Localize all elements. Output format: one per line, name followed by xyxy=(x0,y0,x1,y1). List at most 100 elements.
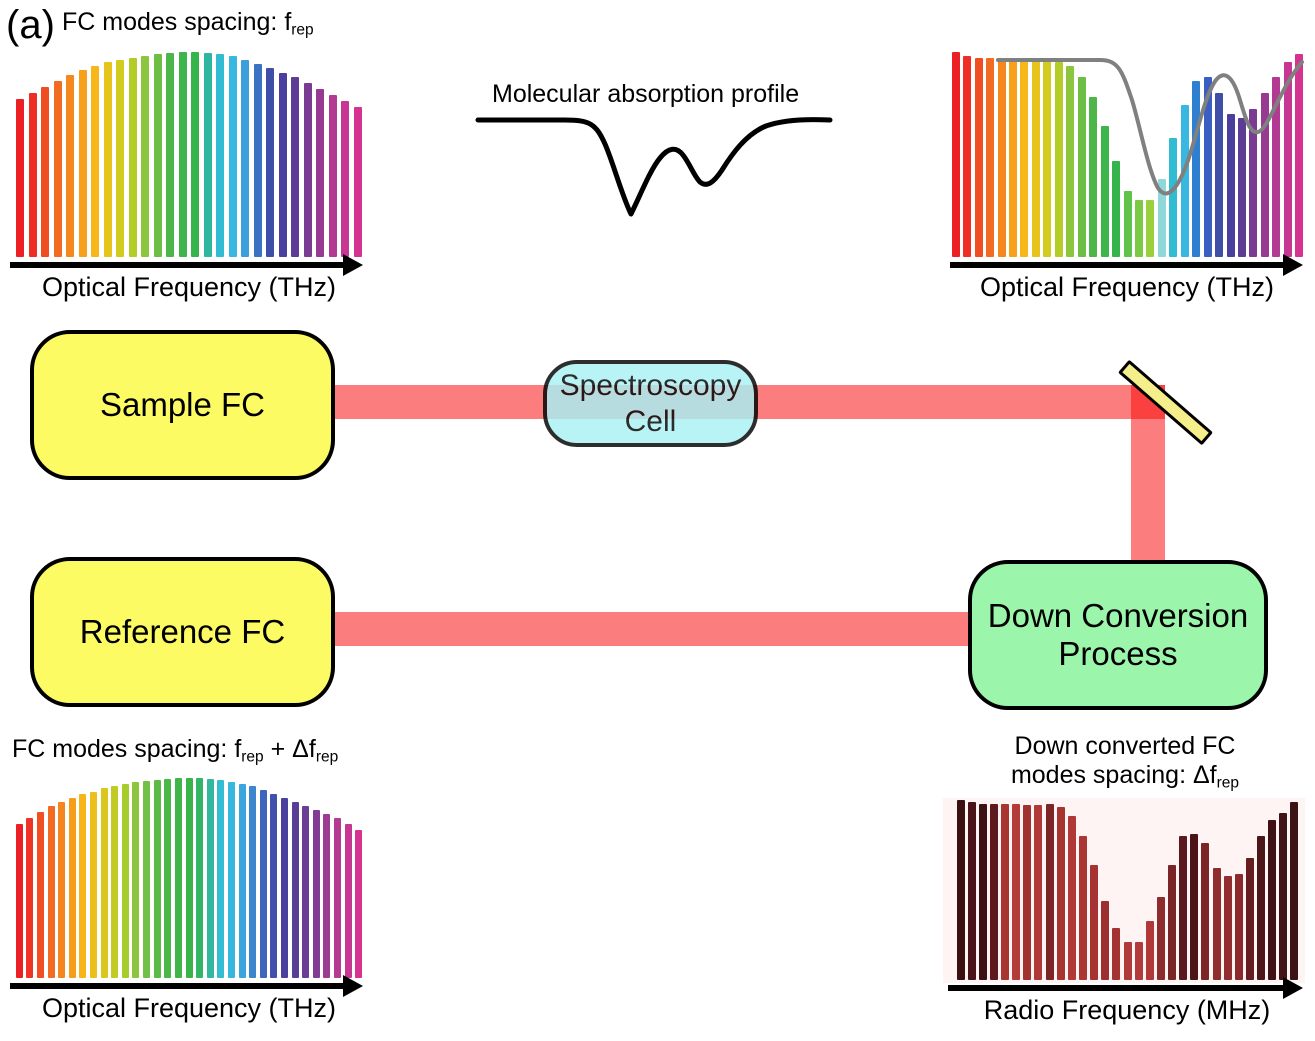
comb-mode-bar xyxy=(1260,93,1269,257)
comb-mode-bar xyxy=(1123,942,1132,980)
reference-comb-axis-line xyxy=(10,983,345,989)
reference-fc-box[interactable]: Reference FC xyxy=(30,557,335,707)
comb-mode-bar xyxy=(333,818,341,978)
comb-mode-bar xyxy=(174,778,182,978)
panel-tag: (a) xyxy=(6,3,55,47)
comb-mode-bar xyxy=(132,782,140,978)
reference-comb-axis-label: Optical Frequency (THz) xyxy=(41,993,337,1023)
comb-mode-bar xyxy=(1134,199,1143,257)
comb-mode-bar xyxy=(1234,873,1243,980)
down-conversion-label: Down Conversion Process xyxy=(988,597,1248,673)
spectroscopy-cell-label: Spectroscopy Cell xyxy=(560,368,742,440)
comb-mode-bar xyxy=(28,93,37,257)
rf-comb-label-line2-prefix: modes spacing: Δf xyxy=(1010,761,1217,789)
comb-mode-bar xyxy=(1272,76,1281,257)
comb-mode-bar xyxy=(328,95,337,257)
comb-mode-bar xyxy=(66,74,75,257)
comb-mode-bar xyxy=(100,788,108,978)
comb-mode-bar xyxy=(1001,803,1010,980)
comb-mode-bar xyxy=(111,786,119,978)
comb-mode-bar xyxy=(302,806,310,978)
sample-comb-label-text: FC modes spacing: f xyxy=(62,8,292,36)
comb-mode-bar xyxy=(227,782,235,978)
absorption-profile-curve xyxy=(475,117,833,217)
reference-comb-chart xyxy=(14,778,364,978)
reference-comb-label-sub1: rep xyxy=(241,748,264,766)
comb-mode-bar xyxy=(280,798,288,978)
sample-comb-axis-arrowhead xyxy=(343,254,363,276)
reference-comb-label: FC modes spacing: frep + Δfrep xyxy=(12,735,338,771)
absorption-envelope-curve xyxy=(996,58,1304,196)
comb-mode-bar xyxy=(974,58,983,257)
comb-mode-bar xyxy=(341,101,350,257)
comb-mode-bar xyxy=(1112,927,1121,980)
comb-mode-bar xyxy=(967,801,976,980)
comb-mode-bar xyxy=(1226,113,1235,257)
comb-mode-bar xyxy=(1034,805,1043,980)
comb-mode-bar xyxy=(1090,864,1099,980)
comb-mode-bar xyxy=(1268,819,1277,980)
comb-mode-bar xyxy=(1067,816,1076,980)
sample-comb-chart xyxy=(14,52,364,257)
comb-mode-bar xyxy=(344,824,352,978)
down-conversion-label-line1: Down Conversion xyxy=(987,597,1249,634)
comb-mode-bar xyxy=(1077,76,1086,257)
spectroscopy-cell-box[interactable]: Spectroscopy Cell xyxy=(543,360,758,447)
comb-mode-bar xyxy=(1045,803,1054,980)
comb-mode-bar xyxy=(1215,93,1224,257)
comb-mode-bar xyxy=(303,82,312,257)
comb-mode-bar xyxy=(1023,805,1032,980)
comb-mode-bar xyxy=(178,52,187,257)
comb-mode-bar xyxy=(291,802,299,978)
absorbed-comb-axis-label: Optical Frequency (THz) xyxy=(979,272,1275,302)
comb-mode-bar xyxy=(90,792,98,978)
comb-mode-bar xyxy=(259,790,267,978)
comb-mode-bar xyxy=(203,53,212,257)
down-conversion-label-line2: Process xyxy=(1058,635,1178,672)
sample-fc-box[interactable]: Sample FC xyxy=(30,330,335,480)
comb-mode-bar xyxy=(164,779,172,978)
down-conversion-box[interactable]: Down Conversion Process xyxy=(968,560,1268,710)
comb-mode-bar xyxy=(196,778,204,978)
comb-mode-bar xyxy=(16,99,25,257)
comb-mode-bar xyxy=(47,806,55,978)
comb-mode-bar xyxy=(1089,97,1098,257)
comb-mode-bar xyxy=(253,64,262,257)
reference-fc-label: Reference FC xyxy=(79,613,286,650)
rf-comb-label: Down converted FC modes spacing: Δfrep xyxy=(960,732,1290,797)
comb-mode-bar xyxy=(1100,125,1109,257)
comb-mode-bar xyxy=(78,70,87,257)
comb-mode-bar xyxy=(121,784,129,978)
reference-comb-axis-arrowhead xyxy=(343,975,363,997)
comb-mode-bar xyxy=(951,52,960,257)
comb-mode-bar xyxy=(228,56,237,257)
rf-comb-chart xyxy=(955,800,1300,980)
sample-comb-label: FC modes spacing: frep xyxy=(62,8,314,44)
comb-mode-bar xyxy=(143,781,151,978)
comb-mode-bar xyxy=(1101,900,1110,980)
comb-mode-bar xyxy=(1066,66,1075,257)
comb-mode-bar xyxy=(1157,179,1166,257)
comb-mode-bar xyxy=(278,72,287,257)
rf-comb-label-line2-sub: rep xyxy=(1216,774,1240,792)
comb-mode-bar xyxy=(103,62,112,257)
comb-mode-bar xyxy=(91,66,100,257)
comb-mode-bar xyxy=(353,107,362,257)
reference-comb-label-sub2: rep xyxy=(315,748,339,766)
comb-mode-bar xyxy=(978,803,987,980)
absorbed-comb-chart xyxy=(950,52,1305,257)
sample-comb-axis-line xyxy=(10,262,345,268)
comb-mode-bar xyxy=(956,800,965,980)
comb-mode-bar xyxy=(1031,58,1040,257)
comb-mode-bar xyxy=(989,803,998,980)
rf-comb-label-line1: Down converted FC xyxy=(1014,732,1236,760)
comb-mode-bar xyxy=(141,56,150,257)
comb-mode-bar xyxy=(1043,60,1052,257)
comb-mode-bar xyxy=(1145,920,1154,980)
comb-mode-bar xyxy=(1054,62,1063,257)
comb-mode-bar xyxy=(68,798,76,978)
comb-mode-bar xyxy=(1279,812,1288,980)
comb-mode-bar xyxy=(1056,807,1065,980)
comb-mode-bar xyxy=(1146,199,1155,257)
comb-mode-bar xyxy=(15,824,23,978)
